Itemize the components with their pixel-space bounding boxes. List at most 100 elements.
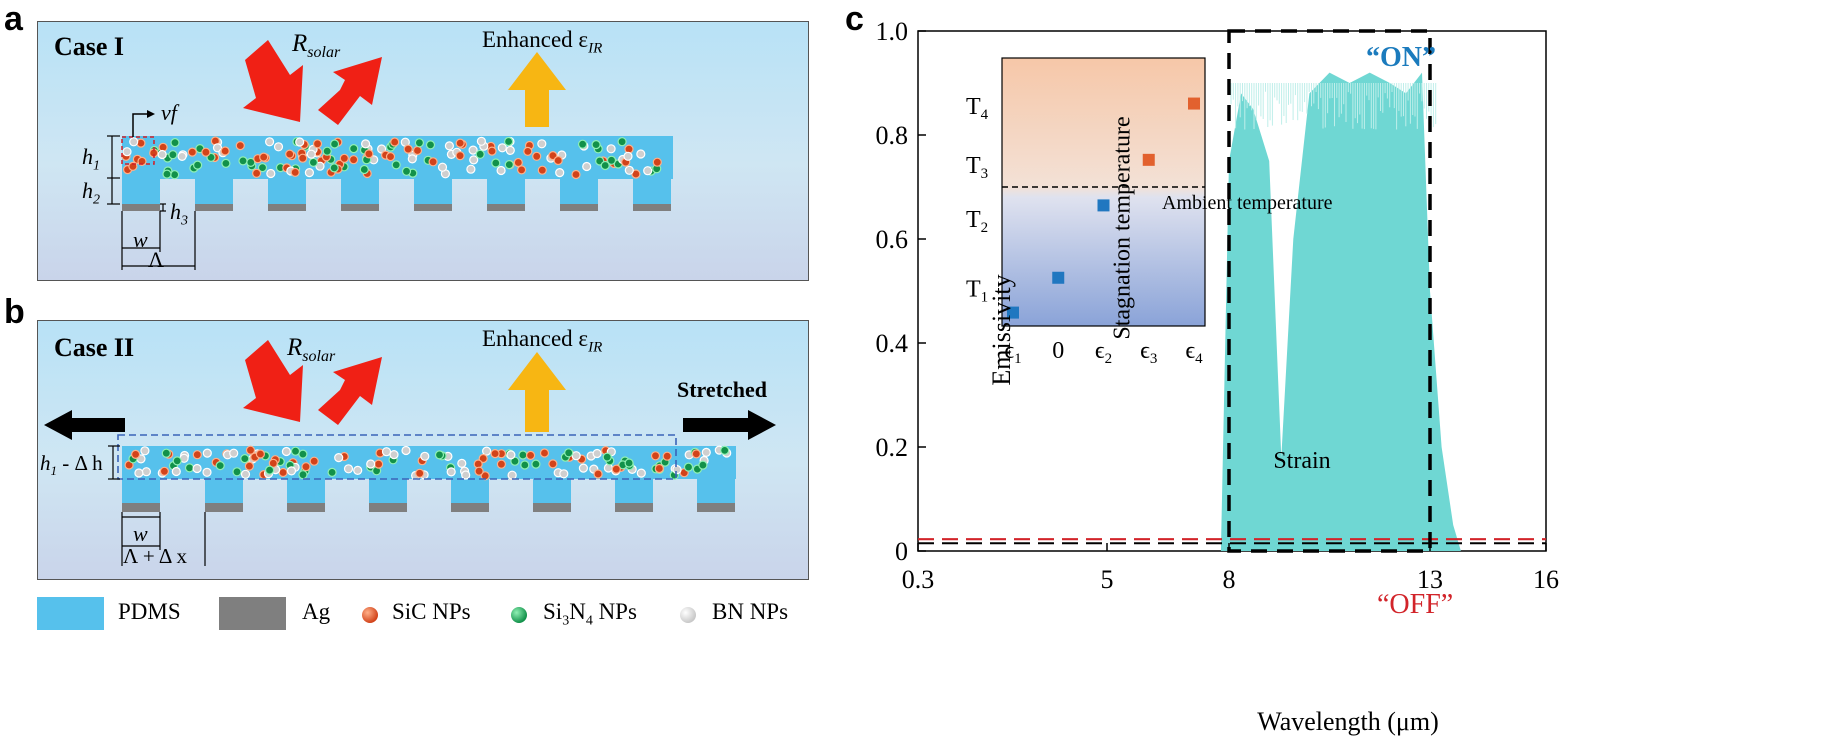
- nanoparticles: [124, 445, 732, 481]
- off-label: “OFF”: [1377, 589, 1454, 620]
- np-particle: [401, 166, 412, 176]
- np-particle: [650, 451, 661, 461]
- np-particle: [193, 160, 203, 170]
- np-particle: [202, 467, 212, 477]
- np-particle: [235, 141, 245, 151]
- np-particle: [259, 152, 269, 162]
- panel-c-letter: c: [845, 0, 864, 38]
- w-label-a: w: [133, 227, 148, 252]
- inset-x-label: Strain: [1273, 448, 1331, 474]
- panel-a-diagram: [107, 40, 673, 270]
- np-particle: [361, 139, 371, 149]
- legend-si3n4-dot: [511, 607, 527, 623]
- legend-ag-label: Ag: [302, 599, 331, 624]
- np-particle: [466, 164, 476, 174]
- np-particle: [192, 450, 202, 460]
- np-particle: [636, 468, 646, 478]
- incoming-solar-arrow: [243, 40, 303, 122]
- np-particle: [564, 448, 574, 458]
- inset-y-tick-label: T3: [966, 153, 988, 182]
- inset-x-tick-label: ϵ2: [1095, 338, 1112, 367]
- np-particle: [187, 147, 197, 157]
- np-particle: [255, 449, 265, 459]
- np-particle: [339, 153, 349, 163]
- np-particle: [171, 466, 181, 477]
- np-particle: [353, 465, 363, 475]
- np-particle: [366, 459, 376, 469]
- np-particle: [662, 451, 672, 461]
- np-particle: [245, 445, 256, 455]
- x-tick-label: 5: [1101, 565, 1114, 594]
- np-particle: [244, 461, 254, 471]
- np-particle: [343, 464, 354, 474]
- h3-label: h3: [170, 199, 188, 229]
- np-particle: [698, 460, 708, 470]
- np-particle: [201, 147, 211, 157]
- np-particle: [334, 453, 344, 463]
- np-particle: [257, 163, 268, 173]
- np-particle: [559, 469, 569, 479]
- np-particle: [415, 468, 425, 478]
- np-particle: [215, 461, 225, 471]
- np-particle: [265, 465, 275, 475]
- silver-pads: [122, 204, 671, 211]
- np-particle: [475, 149, 485, 159]
- np-particle: [497, 143, 507, 153]
- np-particle: [273, 142, 284, 152]
- np-particle: [308, 157, 318, 167]
- np-particle: [229, 448, 239, 458]
- panel-b-letter: b: [4, 293, 25, 331]
- np-particle: [571, 169, 581, 180]
- legend-pdms-swatch: [37, 597, 104, 630]
- np-particle: [428, 157, 438, 167]
- np-particle: [134, 468, 144, 478]
- np-particle: [482, 446, 492, 456]
- np-particle: [487, 146, 497, 156]
- np-particle: [623, 151, 633, 161]
- emission-arrow: [508, 352, 566, 432]
- np-particle: [523, 146, 533, 156]
- legend-sic-label: SiC NPs: [392, 599, 471, 624]
- np-particle: [720, 445, 730, 455]
- np-particle: [129, 137, 139, 147]
- np-particle: [286, 466, 297, 476]
- np-particle: [520, 460, 530, 470]
- np-particle: [446, 467, 456, 477]
- np-particle: [322, 146, 332, 156]
- y-tick-label: 0: [895, 537, 908, 566]
- np-particle: [652, 157, 662, 167]
- nanoparticles: [121, 136, 662, 180]
- lambda-label-b: Λ + Δ x: [123, 544, 187, 568]
- np-particle: [444, 141, 454, 151]
- np-particle: [496, 459, 506, 469]
- np-particle: [161, 448, 171, 458]
- unit-cell-box: [121, 136, 155, 165]
- np-particle: [385, 152, 396, 162]
- np-particle: [591, 140, 601, 150]
- enhanced-eir-label-b: Enhanced εIR: [482, 326, 603, 356]
- np-particle: [691, 449, 701, 459]
- np-particle: [672, 465, 682, 475]
- np-particle: [513, 157, 523, 168]
- np-particle: [170, 138, 180, 148]
- panel-b-diagram: [44, 340, 776, 566]
- np-particle: [548, 459, 558, 469]
- np-particle: [220, 146, 230, 156]
- np-particle: [510, 456, 520, 466]
- np-particle: [266, 168, 276, 179]
- np-particle: [359, 164, 369, 175]
- np-particle: [474, 466, 484, 476]
- np-particle: [290, 167, 300, 177]
- legend-si3n4-label: Si3N4 NPs: [543, 599, 637, 629]
- np-particle: [240, 469, 251, 479]
- h1-label: h1: [82, 144, 100, 174]
- np-particle: [537, 165, 547, 175]
- np-particle: [177, 151, 187, 161]
- incoming-solar-arrow: [243, 340, 303, 422]
- legend-pdms-label: PDMS: [118, 599, 181, 624]
- np-particle: [285, 149, 295, 159]
- x-tick-label: 16: [1533, 565, 1559, 594]
- vf-label: vf: [161, 100, 177, 125]
- np-particle: [553, 155, 563, 166]
